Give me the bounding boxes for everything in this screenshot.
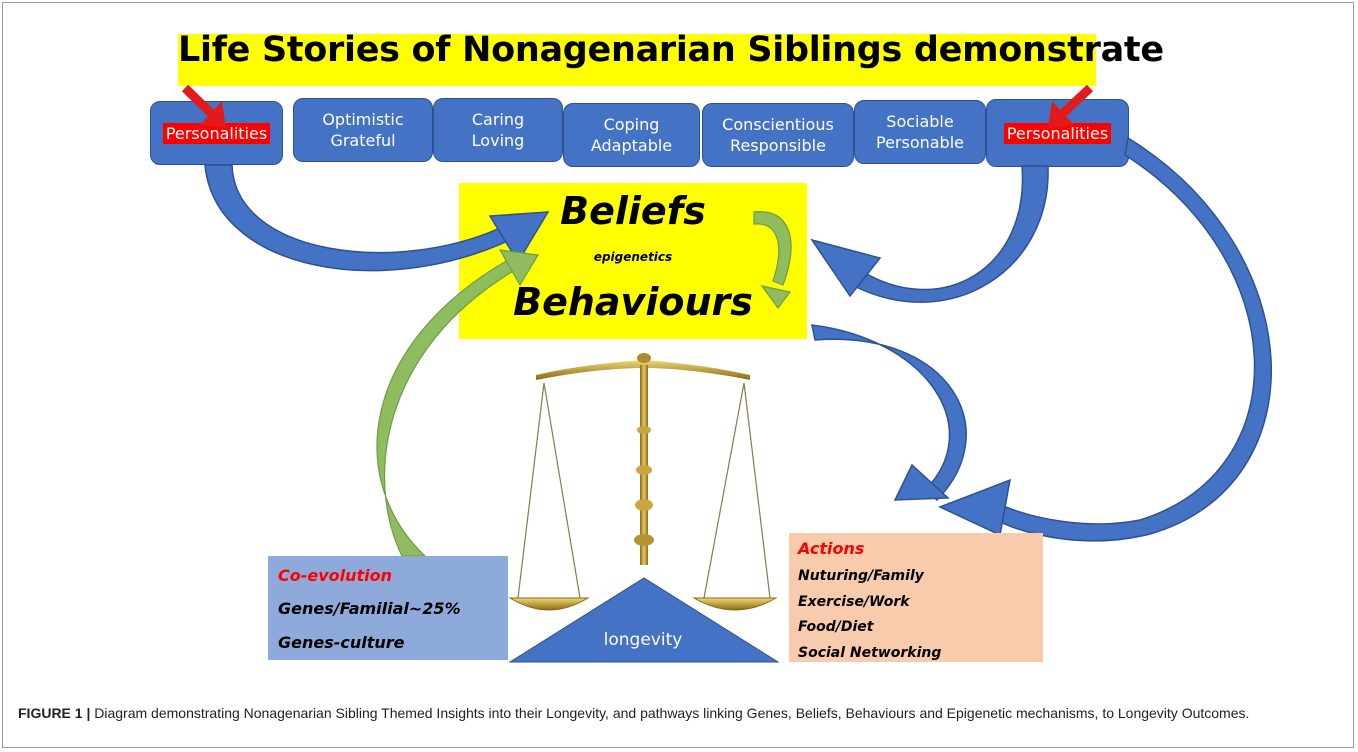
trait-label: Personable	[875, 133, 964, 152]
trait-label: Responsible	[730, 136, 826, 155]
coevolution-item: Genes/Familial~25%	[278, 599, 461, 618]
caption-text: Diagram demonstrating Nonagenarian Sibli…	[90, 705, 1250, 721]
trait-box-sociable: Sociable Personable	[854, 100, 986, 164]
trait-label: Personalities	[1003, 122, 1112, 144]
actions-item: Food/Diet	[798, 619, 874, 635]
balance-scale-image	[508, 353, 778, 611]
blue-arrow-behaviours-to-actions	[811, 324, 967, 502]
trait-label: Sociable	[886, 112, 954, 131]
title-highlight	[178, 34, 1096, 86]
trait-label: Adaptable	[590, 136, 673, 155]
caption-label: FIGURE 1 |	[18, 705, 91, 721]
blue-arrow-personalities-to-actions	[938, 136, 1272, 542]
trait-box-coping: Coping Adaptable	[563, 103, 700, 167]
trait-label: Conscientious	[722, 115, 834, 134]
actions-item: Social Networking	[798, 645, 942, 661]
epigenetics-label: epigenetics	[593, 250, 673, 264]
actions-item: Nuturing/Family	[798, 568, 924, 584]
trait-box-optimistic: Optimistic Grateful	[293, 98, 433, 162]
behaviours-label: Behaviours	[513, 280, 753, 324]
actions-box	[789, 533, 1043, 662]
trait-label: Personalities	[162, 122, 271, 144]
longevity-triangle	[508, 577, 780, 663]
trait-label: Grateful	[330, 131, 396, 150]
red-arrow-left	[181, 84, 226, 128]
green-arrow-beliefs-to-behaviours	[753, 211, 792, 310]
actions-heading: Actions	[798, 539, 865, 558]
trait-box-caring: Caring Loving	[433, 98, 563, 162]
trait-label: Optimistic	[322, 110, 404, 129]
figure-caption: FIGURE 1 | Diagram demonstrating Nonagen…	[18, 704, 1338, 723]
trait-label: Coping	[603, 115, 660, 134]
coevolution-box	[268, 556, 508, 660]
coevolution-item: Genes-culture	[278, 633, 405, 652]
blue-arrow-personalities-right-to-beliefs	[810, 165, 1049, 303]
trait-label: Caring	[471, 110, 525, 129]
trait-box-conscientious: Conscientious Responsible	[702, 103, 854, 167]
blue-arrow-personalities-to-beliefs	[204, 164, 550, 272]
trait-label: Loving	[471, 131, 525, 150]
beliefs-label: Beliefs	[560, 189, 706, 233]
green-arrow-coevolution-to-beliefs	[376, 249, 539, 557]
red-arrow-right	[1048, 84, 1094, 128]
longevity-label: longevity	[603, 630, 683, 650]
diagram-title: Life Stories of Nonagenarian Siblings de…	[178, 30, 1164, 70]
coevolution-heading: Co-evolution	[278, 566, 393, 585]
actions-item: Exercise/Work	[798, 594, 910, 610]
